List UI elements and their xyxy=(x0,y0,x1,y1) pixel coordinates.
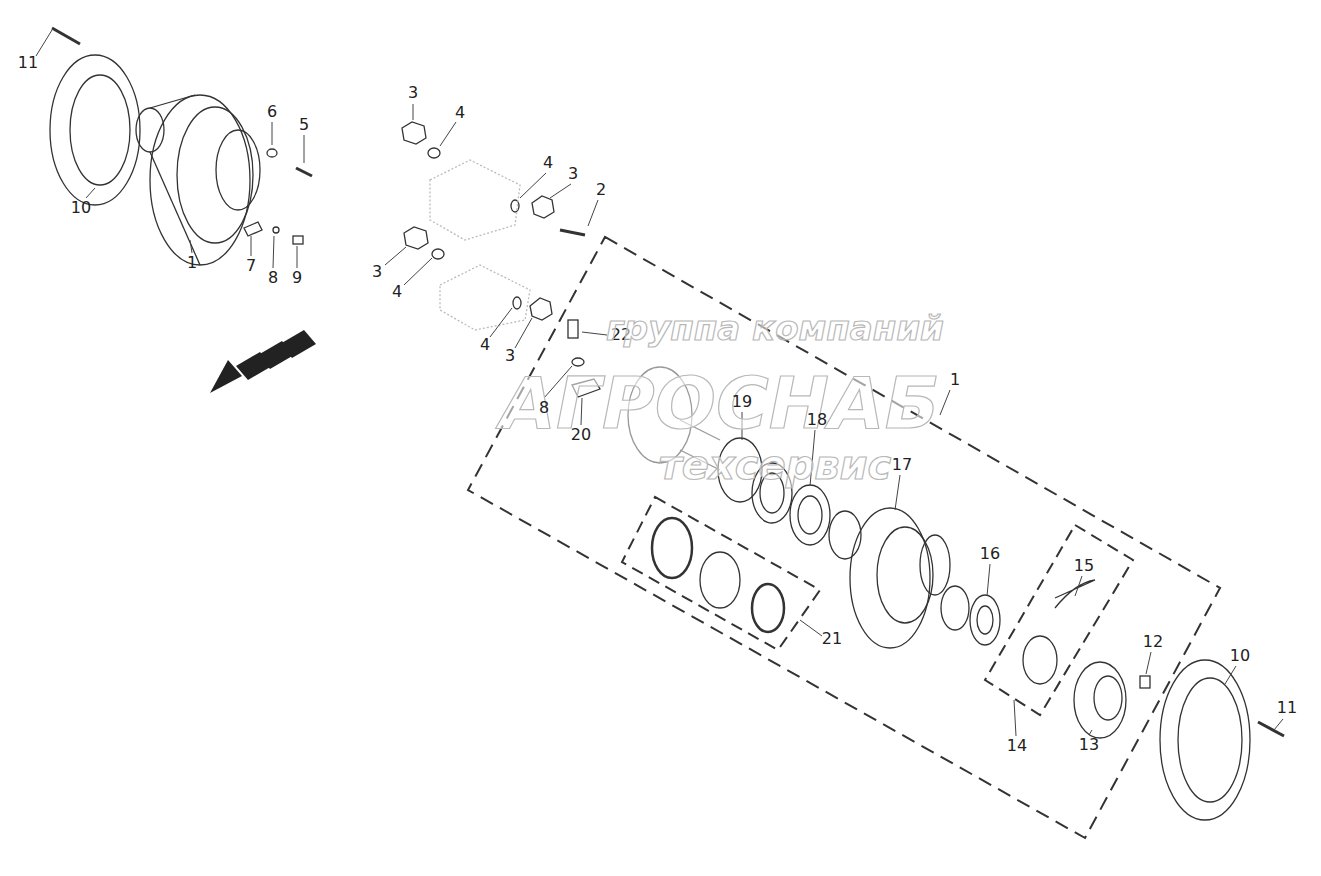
callout-number: 1 xyxy=(187,255,197,271)
callout-number: 4 xyxy=(455,105,465,121)
watermark-text: группа компаний xyxy=(606,311,944,345)
callout-number: 7 xyxy=(246,258,256,274)
callout-number: 21 xyxy=(822,631,842,647)
callout-number: 2 xyxy=(596,182,606,198)
callout-number: 16 xyxy=(980,546,1000,562)
callout-number: 4 xyxy=(480,337,490,353)
callout-number: 9 xyxy=(292,270,302,286)
callout-number: 3 xyxy=(568,166,578,182)
callout-number: 3 xyxy=(372,264,382,280)
callout-number: 18 xyxy=(807,412,827,428)
callout-number: 4 xyxy=(392,284,402,300)
watermark-text: АГРОСНАБ xyxy=(500,367,939,439)
callout-number: 10 xyxy=(1230,648,1250,664)
callout-number: 12 xyxy=(1143,634,1163,650)
watermark-text: техсервис xyxy=(659,445,892,485)
callout-number: 1 xyxy=(950,372,960,388)
callout-number: 3 xyxy=(505,348,515,364)
callout-number: 20 xyxy=(571,427,591,443)
callout-number: 6 xyxy=(267,104,277,120)
callout-number: 19 xyxy=(732,394,752,410)
callout-number: 10 xyxy=(71,200,91,216)
callout-number: 14 xyxy=(1007,738,1027,754)
callout-number: 15 xyxy=(1074,558,1094,574)
callout-number: 3 xyxy=(408,85,418,101)
callout-number: 13 xyxy=(1079,737,1099,753)
callout-number: 4 xyxy=(543,155,553,171)
callout-number: 17 xyxy=(892,457,912,473)
callout-number: 11 xyxy=(18,55,38,71)
callout-number: 8 xyxy=(539,400,549,416)
callout-number: 8 xyxy=(268,270,278,286)
callout-number: 11 xyxy=(1277,700,1297,716)
callout-number: 5 xyxy=(299,117,309,133)
